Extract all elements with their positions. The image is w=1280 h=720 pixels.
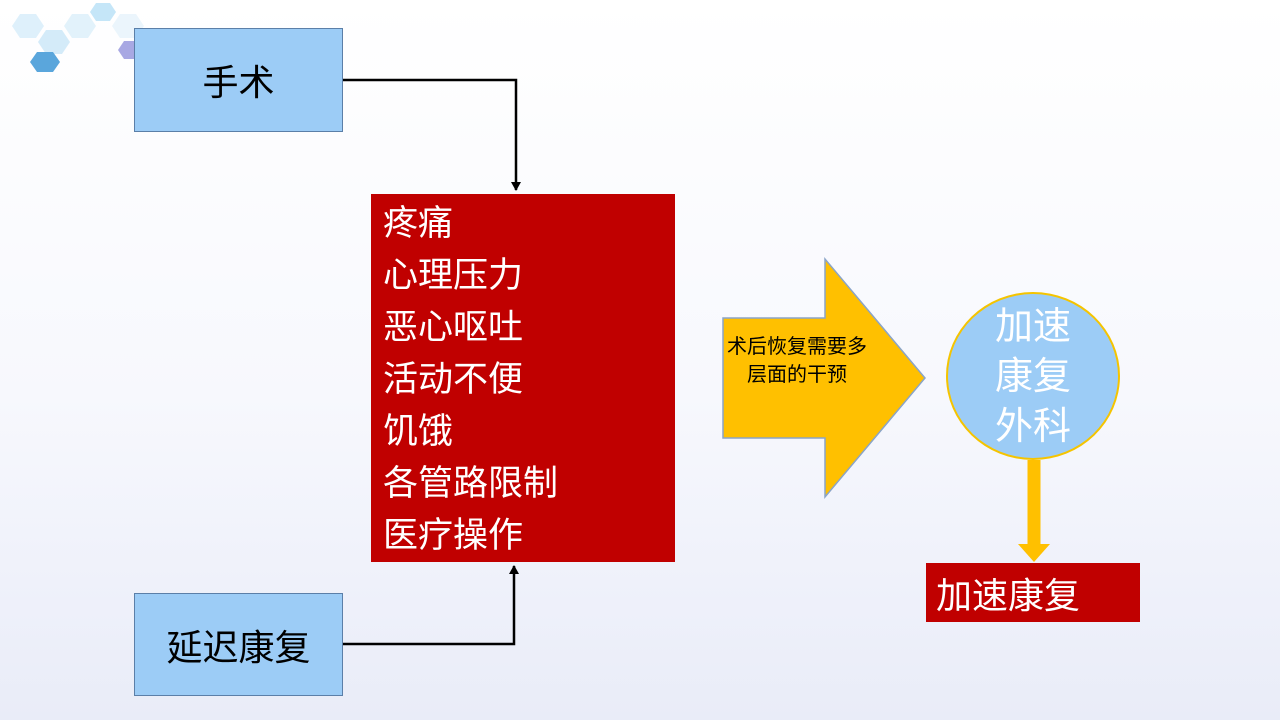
surgery-label: 手术 (202, 63, 275, 104)
eras-line: 康复 (994, 354, 1071, 398)
down-arrow-head (1018, 544, 1050, 562)
surgery-box: 手术 (134, 28, 343, 132)
result-label: 加速康复 (936, 575, 1081, 617)
factor-item: 心理压力 (383, 256, 524, 296)
factor-item: 活动不便 (383, 360, 524, 400)
factors-box: 疼痛 心理压力 恶心呕吐 活动不便 饥饿 各管路限制 医疗操作 (371, 194, 675, 562)
eras-line: 加速 (994, 304, 1071, 348)
eras-circle: 加速 康复 外科 (946, 292, 1120, 460)
surgery-connector (343, 78, 521, 191)
intervention-arrow-label: 术后恢复需要多层面的干预 (727, 334, 867, 386)
intervention-arrow-shape (722, 256, 926, 500)
delay-connector (343, 565, 519, 646)
eras-line: 外科 (994, 404, 1071, 448)
delayed-recovery-box: 延迟康复 (134, 593, 343, 696)
result-box: 加速康复 (926, 563, 1140, 622)
factor-item: 医疗操作 (383, 516, 524, 556)
delayed-recovery-label: 延迟康复 (166, 627, 311, 669)
factor-item: 各管路限制 (383, 464, 559, 504)
factors-list: 疼痛 心理压力 恶心呕吐 活动不便 饥饿 各管路限制 医疗操作 (383, 198, 675, 562)
factor-item: 疼痛 (383, 204, 454, 244)
factor-item: 恶心呕吐 (383, 308, 524, 348)
factor-item: 饥饿 (383, 412, 454, 452)
